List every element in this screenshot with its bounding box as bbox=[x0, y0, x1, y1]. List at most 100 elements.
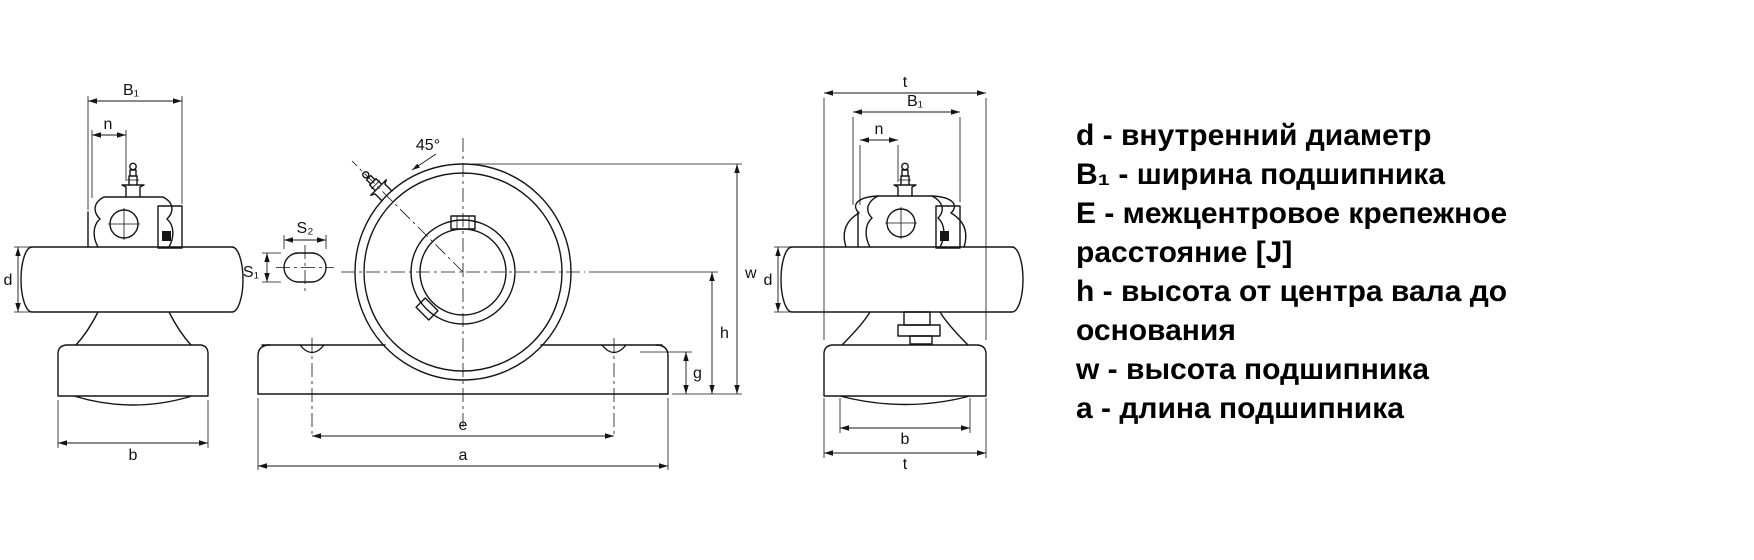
dim-B1-right: B₁ bbox=[852, 93, 961, 205]
fitting-body bbox=[121, 184, 145, 198]
dim-label-n: n bbox=[875, 121, 884, 138]
extension-lines bbox=[823, 398, 987, 458]
extension-lines bbox=[823, 98, 987, 340]
dim-label-n: n bbox=[104, 116, 113, 133]
grease-fitting bbox=[893, 162, 917, 197]
dim-label-t-top: t bbox=[903, 74, 908, 91]
dim-t-top: t bbox=[823, 74, 987, 340]
legend-entry-a: a - длина подшипника bbox=[1076, 392, 1404, 425]
base-outline bbox=[57, 344, 209, 406]
fitting-neck bbox=[129, 169, 137, 177]
insert-cross bbox=[108, 208, 140, 240]
housing-cap-outline bbox=[865, 195, 945, 248]
grease-fitting bbox=[121, 162, 145, 198]
set-screw bbox=[162, 231, 171, 241]
angle-leader bbox=[411, 153, 437, 171]
insert-cross bbox=[885, 207, 917, 239]
extension-lines bbox=[87, 96, 183, 210]
s-slot-detail: S₂ S₁ bbox=[243, 220, 334, 292]
front-view: 45° S₂ S₁ w bbox=[243, 137, 757, 470]
base-outline bbox=[257, 344, 669, 395]
dim-B1-left: B₁ bbox=[87, 82, 183, 210]
dim-label-g: g bbox=[693, 365, 702, 382]
dim-g: g bbox=[640, 351, 702, 394]
set-screw bbox=[940, 231, 949, 241]
angle-45-centerline bbox=[351, 160, 464, 273]
fitting-body bbox=[893, 184, 917, 197]
dim-w: w bbox=[472, 163, 757, 395]
angle-label: 45° bbox=[416, 137, 440, 154]
extension-lines bbox=[852, 117, 961, 205]
fitting-neck bbox=[901, 169, 909, 177]
dim-label-h: h bbox=[720, 325, 729, 342]
legend-entry-w: w - высота подшипника bbox=[1076, 353, 1429, 386]
dim-n-right: n bbox=[859, 121, 899, 205]
lock-device-detail bbox=[897, 311, 941, 345]
fitting-ball bbox=[901, 162, 909, 171]
fitting-ball bbox=[129, 162, 137, 171]
housing-cap-outline bbox=[93, 196, 174, 248]
set-screw-lower-rect bbox=[415, 297, 439, 321]
dim-a: a bbox=[257, 398, 669, 470]
shaft-end-arc-right bbox=[231, 246, 244, 313]
lock-collar bbox=[935, 205, 961, 249]
dim-b-left: b bbox=[57, 400, 209, 464]
shaft-outline bbox=[31, 246, 233, 313]
extension-lines bbox=[472, 163, 742, 395]
body-taper bbox=[75, 311, 192, 346]
set-screw-top bbox=[450, 215, 476, 230]
set-screw-lower bbox=[415, 297, 439, 321]
shaft-outline bbox=[791, 246, 1013, 313]
dim-label-S2: S₂ bbox=[297, 220, 314, 237]
slot-detail-centerlines bbox=[276, 245, 334, 292]
extension-lines bbox=[774, 246, 790, 313]
legend-entry-B1: B₁ - ширина подшипника bbox=[1076, 158, 1446, 191]
dim-t-bottom: t bbox=[823, 398, 987, 473]
dim-d-right: d bbox=[764, 246, 790, 313]
fitting-body bbox=[370, 179, 393, 202]
set-screw-top-lines bbox=[456, 216, 470, 229]
extension-lines bbox=[257, 398, 669, 470]
grease-fitting-45 bbox=[362, 171, 393, 202]
dim-d-left: d bbox=[4, 246, 30, 313]
fitting-stem bbox=[128, 175, 138, 186]
housing-outer-circle bbox=[354, 163, 572, 381]
mount-slot-arcs bbox=[299, 344, 627, 354]
dim-S1: S₁ bbox=[243, 252, 281, 283]
lock-rect-2 bbox=[897, 324, 941, 337]
extension-lines bbox=[57, 400, 209, 448]
race-circle bbox=[410, 219, 516, 325]
dim-b-right: b bbox=[839, 398, 971, 448]
dim-label-b: b bbox=[901, 431, 910, 448]
extension-lines bbox=[91, 130, 127, 198]
shaft-end-arc-right bbox=[1011, 246, 1024, 313]
base-outline bbox=[823, 344, 987, 406]
fitting-stem bbox=[900, 175, 910, 186]
lock-collar bbox=[157, 205, 183, 249]
dim-label-S1: S₁ bbox=[243, 264, 259, 281]
fitting-ball bbox=[362, 171, 370, 179]
dim-S2: S₂ bbox=[283, 220, 327, 249]
dim-e: e bbox=[312, 417, 614, 439]
legend-entry-E: E - межцентровое крепежное расстояние [J… bbox=[1076, 197, 1508, 269]
dim-label-t-bottom: t bbox=[903, 456, 908, 473]
dim-label-e: e bbox=[459, 417, 468, 434]
dim-label-B1: B₁ bbox=[907, 93, 923, 110]
dim-n-left: n bbox=[91, 116, 127, 198]
housing-wings bbox=[843, 195, 967, 248]
dim-label-d: d bbox=[4, 272, 13, 289]
extension-lines bbox=[859, 145, 899, 205]
dim-label-b: b bbox=[129, 447, 138, 464]
housing-rim-circle bbox=[363, 172, 563, 372]
fitting-neck bbox=[365, 174, 376, 185]
angle-callout: 45° bbox=[411, 137, 440, 171]
lock-rect-3 bbox=[909, 335, 933, 345]
right-side-view: t B₁ n d b t bbox=[764, 74, 1024, 473]
legend-entry-h: h - высота от центра вала до основания bbox=[1076, 275, 1508, 347]
dim-label-B1: B₁ bbox=[123, 82, 139, 99]
body-taper bbox=[841, 311, 969, 346]
shaft-end-arc-left bbox=[780, 246, 793, 313]
shaft-end-arc-left bbox=[20, 246, 33, 313]
